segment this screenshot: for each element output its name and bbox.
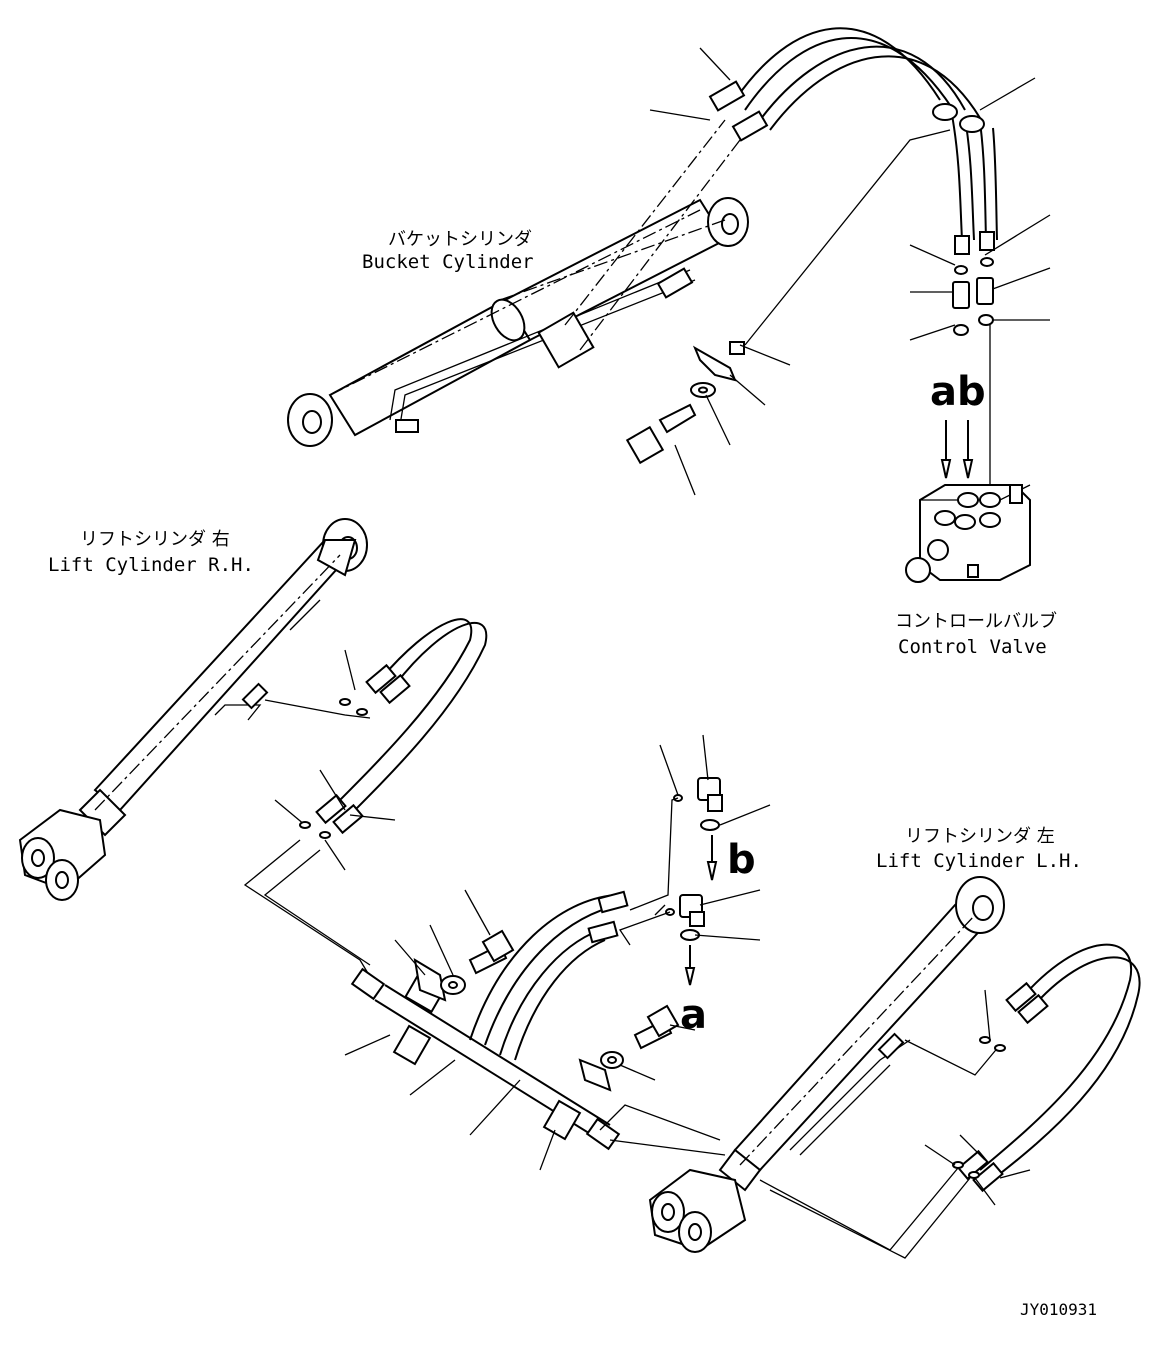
lift-cylinder-rh-label-jp: リフトシリンダ 右 bbox=[80, 529, 230, 550]
port-b-label: b bbox=[957, 369, 986, 415]
leader-lines-central bbox=[344, 734, 771, 1171]
control-valve-fittings bbox=[952, 257, 994, 495]
lift-cylinder-lh-label-jp: リフトシリンダ 左 bbox=[905, 826, 1055, 847]
control-valve-label-en: Control Valve bbox=[898, 636, 1047, 658]
bucket-cylinder-label-jp: バケットシリンダ bbox=[388, 229, 532, 250]
lift-cylinder-lh-label-en: Lift Cylinder L.H. bbox=[876, 850, 1082, 872]
bucket-cylinder bbox=[287, 27, 998, 447]
control-valve-label-jp: コントロールバルブ bbox=[895, 610, 1057, 632]
leader-lines-rh bbox=[274, 649, 396, 871]
port-b-side-label: b bbox=[727, 837, 756, 883]
leader-lines-lh bbox=[924, 989, 1031, 1206]
bucket-clamp-parts bbox=[625, 341, 745, 465]
lift-cylinder-rh-label-en: Lift Cylinder R.H. bbox=[48, 554, 254, 576]
leader-lines-top bbox=[649, 47, 1051, 496]
lift-cylinder-lh bbox=[648, 876, 1141, 1259]
port-a-side-label: a bbox=[680, 992, 707, 1038]
bucket-cylinder-label-en: Bucket Cylinder bbox=[362, 251, 534, 273]
port-a-label: a bbox=[930, 369, 957, 415]
elbow-fittings bbox=[618, 777, 723, 986]
lift-cylinder-rh bbox=[18, 518, 488, 901]
hose-clamp bbox=[932, 103, 958, 121]
drawing-code: JY010931 bbox=[1020, 1300, 1097, 1319]
central-piping bbox=[243, 839, 726, 1156]
central-hardware bbox=[413, 929, 680, 1092]
hose-clamp bbox=[959, 115, 985, 133]
control-valve bbox=[905, 420, 1031, 583]
